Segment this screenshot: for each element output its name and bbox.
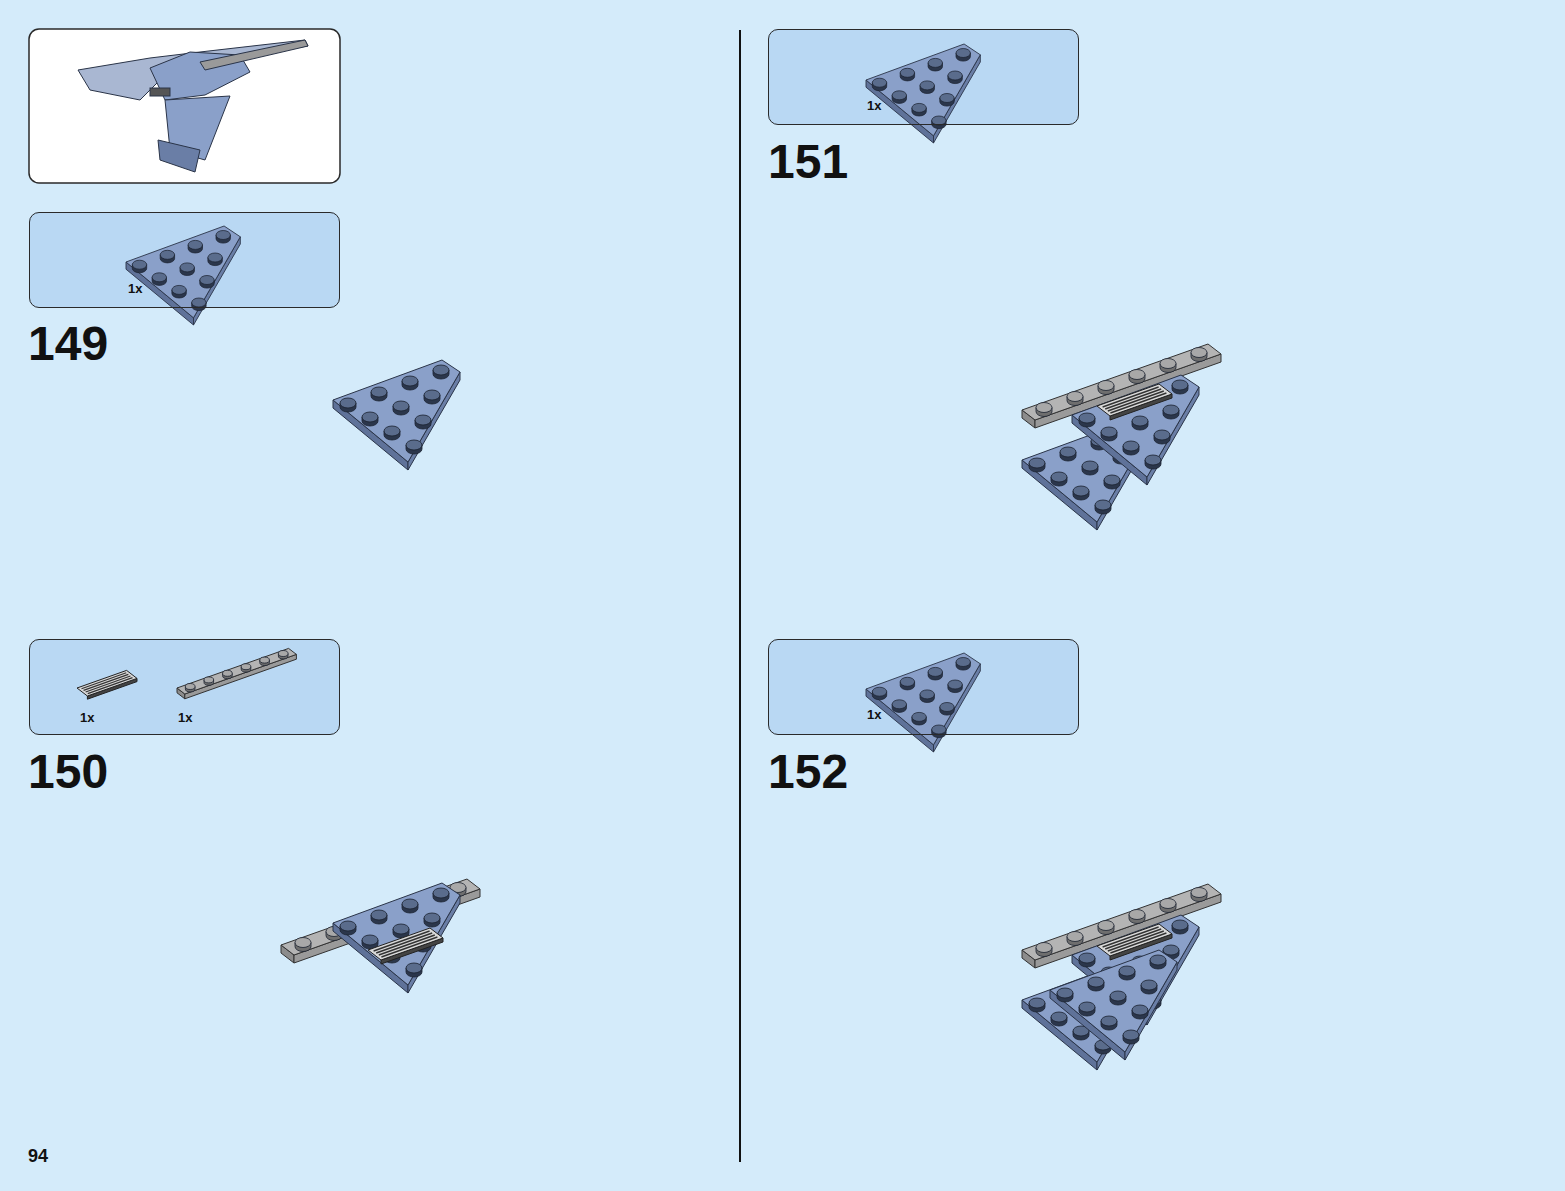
model-overview: [29, 29, 340, 183]
part-callout: 1x 1x: [29, 639, 340, 735]
model-thumbnail: [78, 40, 308, 172]
part-quantity: 1x: [80, 711, 94, 724]
part-quantity: 1x: [867, 708, 881, 721]
part-callout: 1x: [768, 29, 1079, 125]
part-quantity: 1x: [178, 711, 192, 724]
step-number: 149: [28, 320, 108, 368]
page-number: 94: [28, 1147, 48, 1165]
part-callout: 1x: [768, 639, 1079, 735]
part-quantity: 1x: [867, 99, 881, 112]
step-number: 150: [28, 748, 108, 796]
part-callout: 1x: [29, 212, 340, 308]
part-quantity: 1x: [128, 282, 142, 295]
step-number: 152: [768, 748, 848, 796]
step-number: 151: [768, 138, 848, 186]
column-divider: [739, 30, 741, 1162]
